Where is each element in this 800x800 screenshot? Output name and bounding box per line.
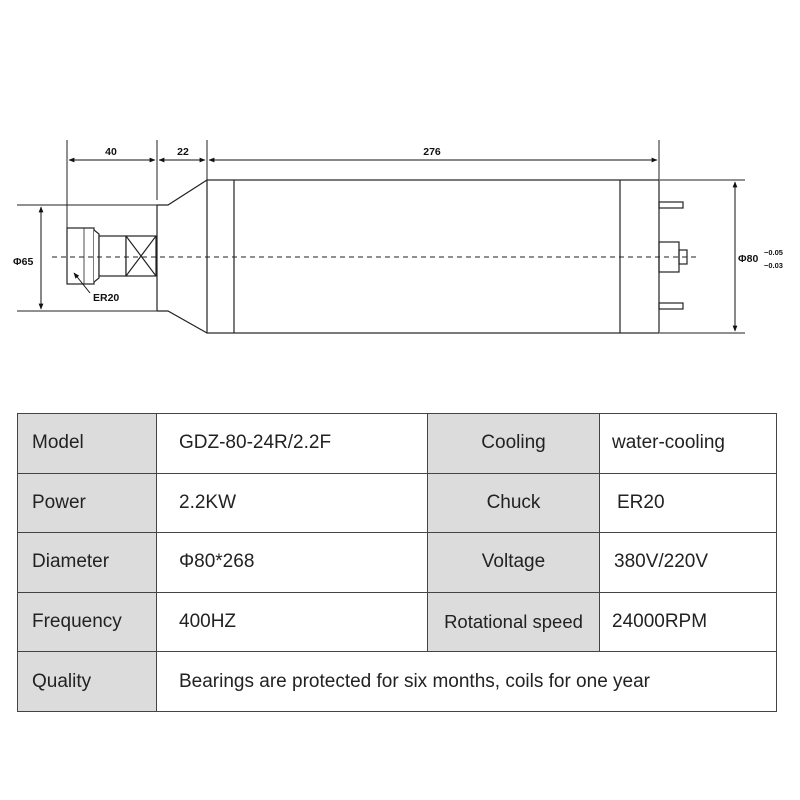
chuck-value: ER20 [599, 472, 777, 534]
frequency-value: 400HZ [156, 591, 428, 653]
voltage-value: 380V/220V [599, 532, 777, 593]
cooling-label: Cooling [427, 413, 600, 474]
frequency-label: Frequency [17, 591, 157, 653]
power-label: Power [17, 472, 157, 534]
model-label: Model [17, 413, 157, 474]
diameter-value: Φ80*268 [156, 532, 428, 593]
er20-collet-nut [66, 227, 157, 285]
table-row: Quality Bearings are protected for six m… [17, 651, 777, 712]
dim-phi65-label: Φ65 [13, 256, 33, 268]
table-row: Frequency 400HZ Rotational speed 24000RP… [17, 591, 777, 653]
er20-callout: ER20 [93, 292, 119, 304]
chuck-label: Chuck [427, 472, 600, 534]
dim-276-label: 276 [423, 146, 441, 158]
quality-value: Bearings are protected for six months, c… [156, 651, 777, 712]
er20-leader [73, 272, 91, 294]
rotational-speed-value: 24000RPM [599, 591, 777, 653]
spindle-technical-drawing: 40 22 276 Φ65 Φ80 −0.05 −0.03 ER20 [13, 140, 783, 334]
spec-table: Model GDZ-80-24R/2.2F Cooling water-cool… [17, 413, 777, 712]
rotational-speed-label: Rotational speed [427, 591, 600, 653]
tolerance-upper: −0.05 [764, 248, 783, 257]
dim-40-label: 40 [105, 146, 117, 158]
dimension-lines [38, 157, 738, 332]
table-row: Diameter Φ80*268 Voltage 380V/220V [17, 532, 777, 593]
voltage-label: Voltage [427, 532, 600, 593]
cooling-value: water-cooling [599, 413, 777, 474]
tolerance-lower: −0.03 [764, 261, 783, 270]
power-value: 2.2KW [156, 472, 428, 534]
table-row: Power 2.2KW Chuck ER20 [17, 472, 777, 534]
dim-phi80-label: Φ80 [738, 253, 758, 265]
quality-label: Quality [17, 651, 157, 712]
model-value: GDZ-80-24R/2.2F [156, 413, 428, 474]
dim-22-label: 22 [177, 146, 189, 158]
extension-lines [17, 140, 745, 334]
diameter-label: Diameter [17, 532, 157, 593]
table-row: Model GDZ-80-24R/2.2F Cooling water-cool… [17, 413, 777, 474]
